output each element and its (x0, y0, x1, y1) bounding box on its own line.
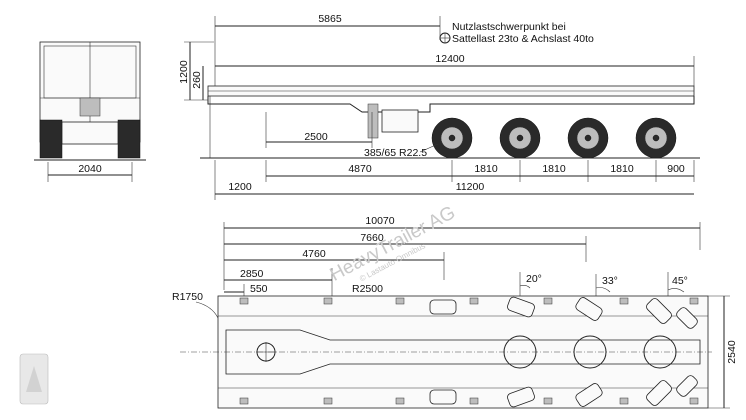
angle-3: 45° (672, 275, 688, 287)
side-view-toolbox (381, 109, 419, 133)
side-view-wheel-2 (499, 117, 541, 159)
dim-top-width: 2540 (726, 340, 738, 364)
dim-height-inner: 260 (191, 71, 203, 89)
dim-radius-front: R1750 (172, 291, 203, 303)
brand-logo-icon (19, 353, 49, 405)
dim-rear-width: 2040 (78, 163, 102, 175)
watermark: HeavyTrailer AG © Lastauto Omnibus (327, 202, 459, 286)
rear-view-wheel-left (39, 119, 63, 159)
dim-top-overall: 10070 (365, 215, 394, 227)
rear-view-axle (61, 121, 119, 145)
dim-height-left: 1200 (178, 60, 190, 84)
angle-1: 20° (526, 273, 542, 285)
dim-end-overhang: 900 (667, 163, 685, 175)
side-view-landing-gear (367, 103, 379, 139)
dim-axle-gap-1: 1810 (474, 163, 498, 175)
dim-4760: 4760 (302, 248, 326, 260)
dim-2850: 2850 (240, 268, 264, 280)
note-line-2: Sattellast 23to & Achslast 40to (452, 33, 594, 45)
dim-radius-kingpin: R2500 (352, 283, 383, 295)
rear-view-frame-center (79, 97, 101, 117)
dim-total-length: 11200 (456, 181, 485, 193)
top-view: 10070 7660 4760 2850 550 R1750 R2500 (172, 215, 738, 409)
angle-2: 33° (602, 275, 618, 287)
top-view-wheels (429, 296, 698, 408)
dim-kingpin: 2500 (304, 131, 328, 143)
side-view-wheel-3 (567, 117, 609, 159)
payload-center-icon (439, 32, 451, 44)
side-view: 5865 12400 Nutzlastschwerpunkt bei Satte… (178, 13, 700, 200)
side-view-wheel-4 (635, 117, 677, 159)
dim-side-top: 5865 (318, 13, 342, 25)
dim-550: 550 (250, 283, 268, 295)
rear-view-wheel-right (117, 119, 141, 159)
dim-7660: 7660 (360, 232, 384, 244)
dim-axle-gap-3: 1810 (610, 163, 634, 175)
dim-axle-start: 4870 (348, 163, 372, 175)
note-line-1: Nutzlastschwerpunkt bei (452, 21, 566, 33)
dim-axle-gap-2: 1810 (542, 163, 566, 175)
dim-platform-length: 12400 (435, 53, 464, 65)
rear-view: 2040 (34, 41, 146, 182)
top-view-stake-pockets (239, 297, 699, 405)
side-view-frame (207, 96, 695, 113)
dim-rear-overhang: 1200 (228, 181, 252, 193)
side-view-wheel-1 (431, 117, 473, 159)
tyre-label: 385/65 R22.5 (364, 147, 427, 159)
